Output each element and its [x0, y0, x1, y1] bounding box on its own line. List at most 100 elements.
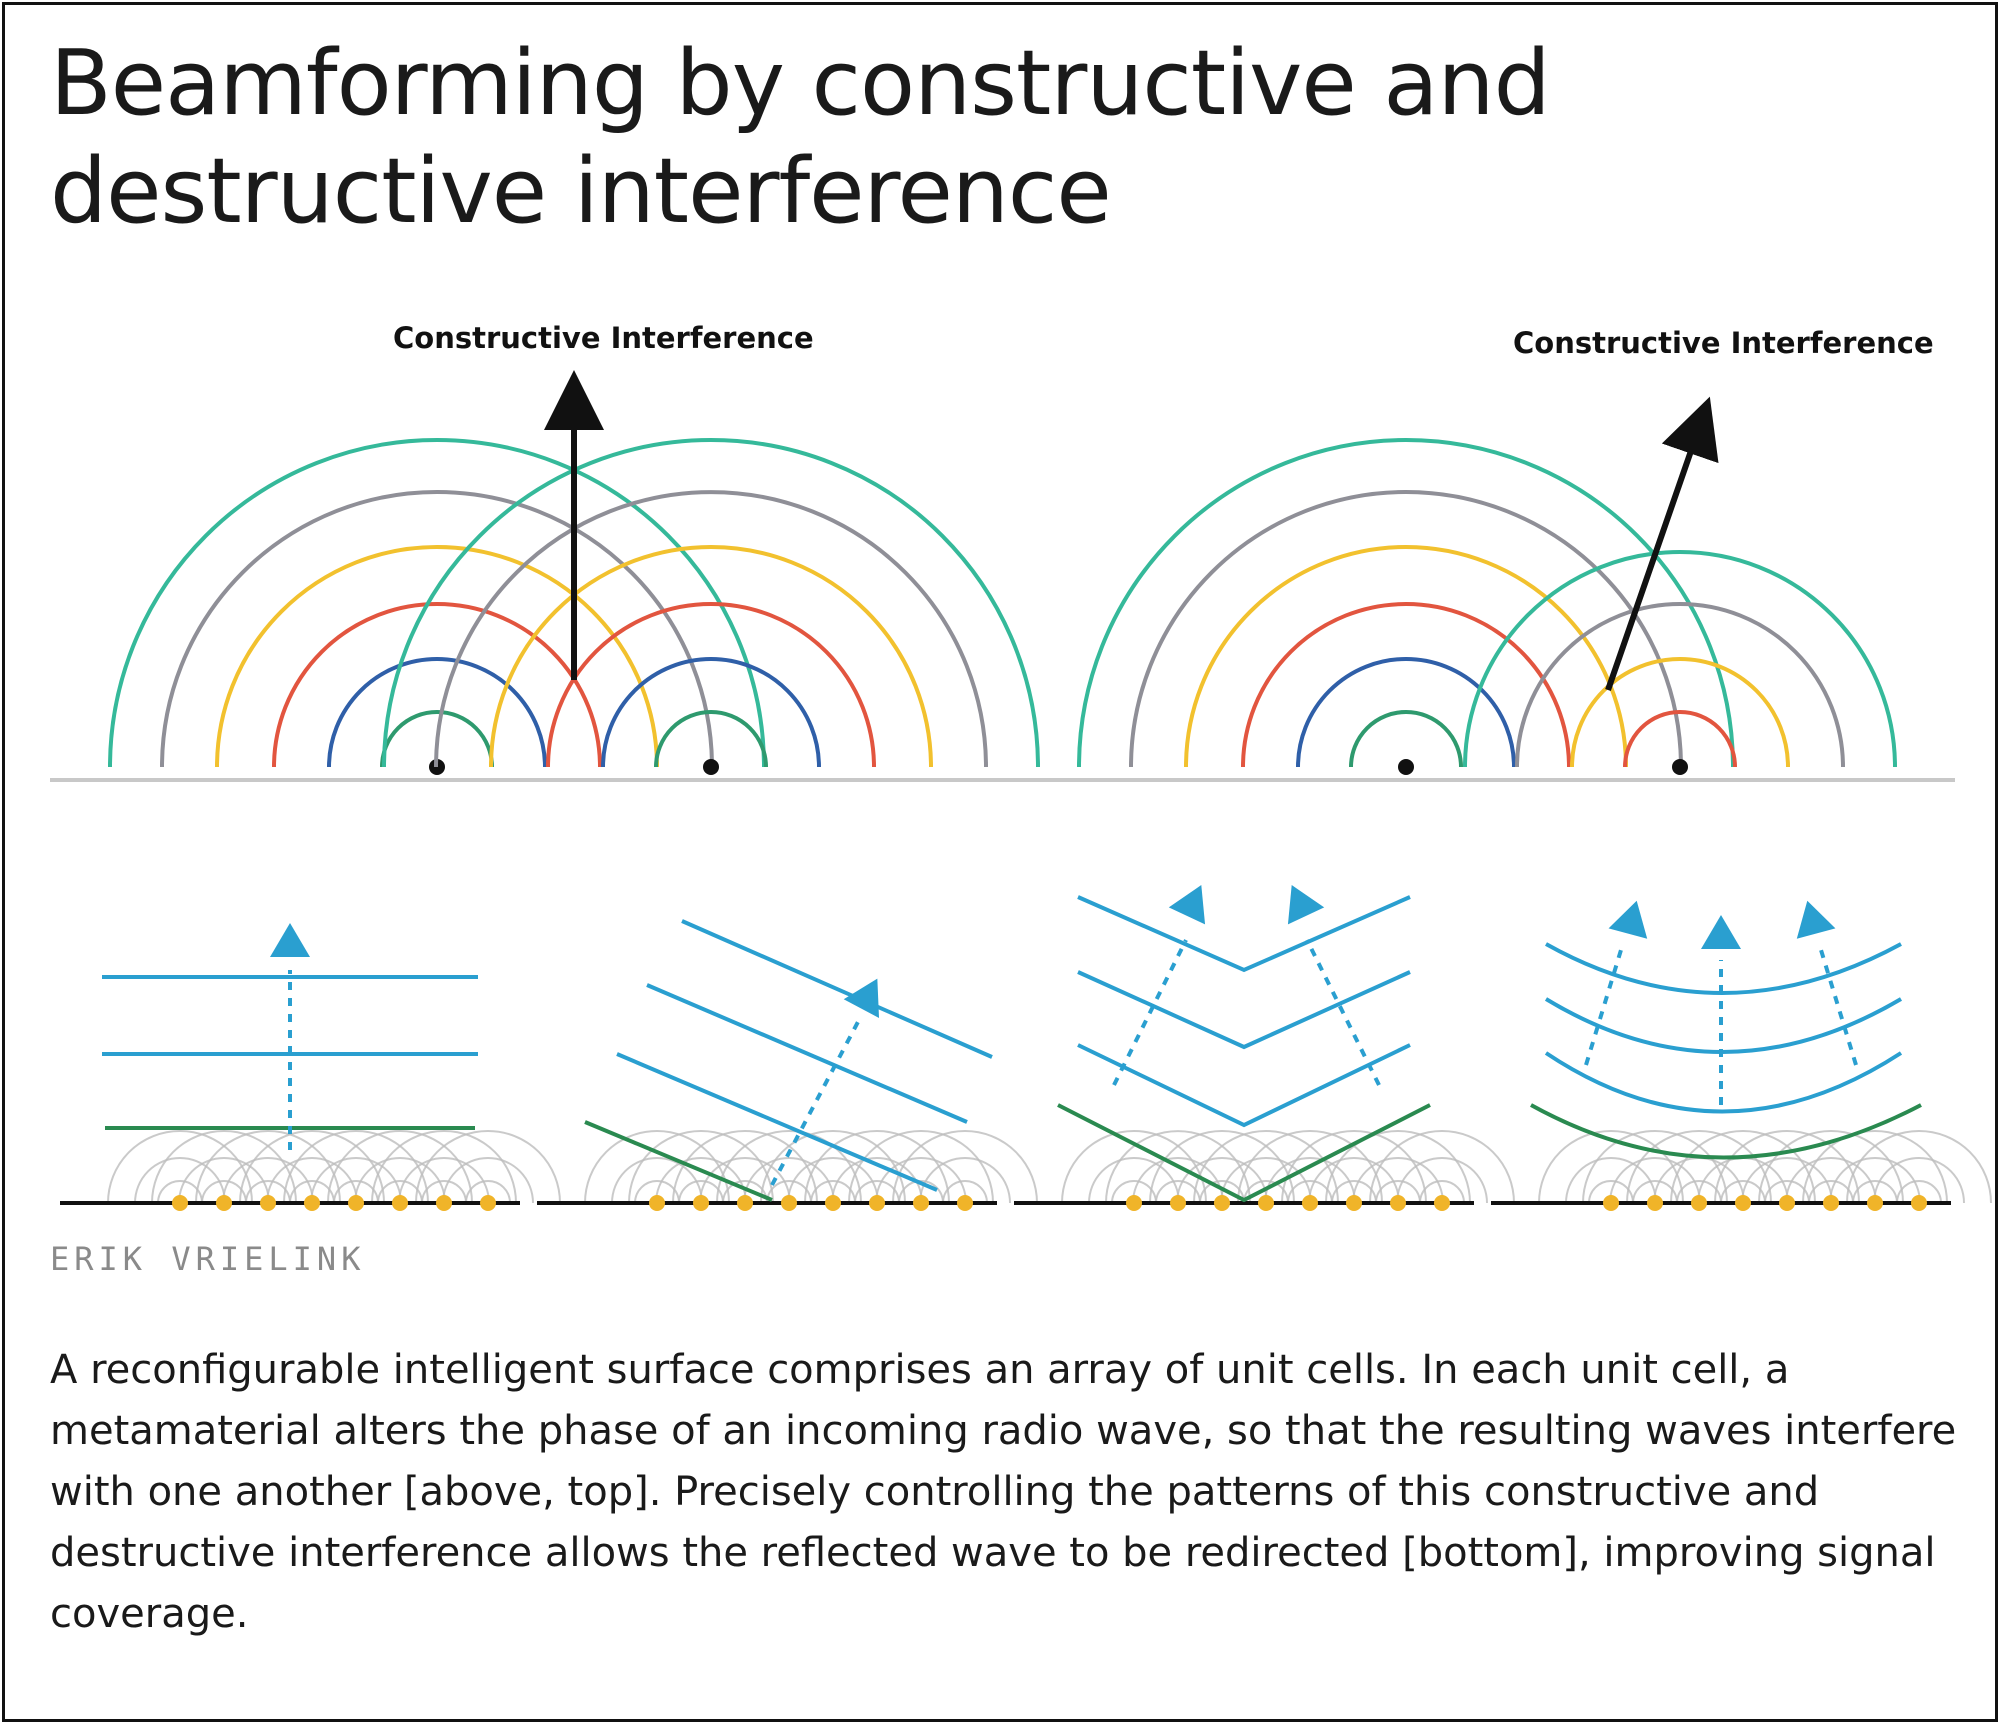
- secondary-wavelet: [1846, 1130, 1992, 1204]
- unit-cell: [1823, 1195, 1839, 1211]
- secondary-wavelet: [354, 1157, 446, 1204]
- secondary-wavelet: [611, 1157, 703, 1204]
- secondary-wavelet: [1264, 1157, 1356, 1204]
- wavefront-arc: [601, 657, 821, 768]
- wavefront-arc: [546, 602, 876, 768]
- unit-cell: [1434, 1195, 1450, 1211]
- secondary-wavelet: [1111, 1180, 1157, 1204]
- secondary-wavelet: [628, 1130, 774, 1204]
- secondary-wavelet: [699, 1157, 791, 1204]
- unit-cell: [172, 1195, 188, 1211]
- reflected-wavefront: [584, 1120, 773, 1202]
- left-interference-group: [108, 438, 1040, 775]
- bottom-panel-4: [1491, 900, 1992, 1211]
- secondary-wavelet: [371, 1130, 517, 1204]
- page-title: Beamforming by constructive and destruct…: [50, 31, 1551, 244]
- secondary-wavelet: [1061, 1130, 1207, 1204]
- beam-arrowhead: [270, 923, 310, 957]
- secondary-wavelet: [283, 1130, 429, 1204]
- secondary-wavelet: [195, 1130, 341, 1204]
- wavefront-arc: [1077, 438, 1735, 768]
- unit-cell: [304, 1195, 320, 1211]
- secondary-wavelet: [634, 1180, 680, 1204]
- unit-cell: [825, 1195, 841, 1211]
- wavefront-arc: [1184, 545, 1628, 768]
- secondary-wavelet: [1243, 1180, 1289, 1204]
- unit-cell: [1603, 1195, 1619, 1211]
- beam-arrowhead: [1287, 885, 1325, 925]
- unit-cell: [1691, 1195, 1707, 1211]
- secondary-wavelet: [465, 1180, 511, 1204]
- secondary-wavelet: [1714, 1130, 1860, 1204]
- secondary-wavelet: [1132, 1157, 1224, 1204]
- unit-cell: [480, 1195, 496, 1211]
- secondary-wavelet: [1852, 1180, 1898, 1204]
- secondary-wavelet: [333, 1180, 379, 1204]
- beam-arrowhead: [1796, 900, 1836, 939]
- secondary-wavelet: [222, 1157, 314, 1204]
- beam-direction-line: [1584, 949, 1623, 1066]
- secondary-wavelet: [1331, 1180, 1377, 1204]
- secondary-wavelet: [266, 1157, 358, 1204]
- secondary-wavelet: [1626, 1130, 1772, 1204]
- figure-caption: A reconfigurable intelligent surface com…: [50, 1347, 1957, 1637]
- wavefront-arc: [108, 438, 766, 768]
- secondary-wavelet: [722, 1180, 768, 1204]
- source-dot: [703, 759, 719, 775]
- secondary-wavelet: [398, 1157, 490, 1204]
- secondary-wavelet: [1582, 1130, 1728, 1204]
- unit-cell: [781, 1195, 797, 1211]
- wavefront-line: [1077, 970, 1411, 1050]
- wavefront-arc: [654, 710, 768, 768]
- image-credit: ERIK VRIELINK: [50, 1240, 366, 1278]
- secondary-wavelet: [1588, 1180, 1634, 1204]
- wavefront-arc: [1623, 710, 1737, 768]
- secondary-wavelet: [1220, 1157, 1312, 1204]
- secondary-wavelet: [1873, 1157, 1965, 1204]
- secondary-wavelet: [327, 1130, 473, 1204]
- right-constructive-arrow: [1605, 396, 1719, 691]
- unit-cell: [1170, 1195, 1186, 1211]
- secondary-wavelet: [743, 1157, 835, 1204]
- unit-cell: [216, 1195, 232, 1211]
- wavefront-line: [646, 983, 968, 1124]
- wavefront-arc: [382, 438, 1040, 768]
- secondary-wavelet: [442, 1157, 534, 1204]
- unit-cell: [737, 1195, 753, 1211]
- unit-cell: [1647, 1195, 1663, 1211]
- wavefront-arc: [1463, 550, 1897, 768]
- wavefront-arc: [1570, 657, 1790, 768]
- secondary-wavelet: [1676, 1180, 1722, 1204]
- secondary-wavelet: [1199, 1180, 1245, 1204]
- right-interference-group: [1077, 438, 1897, 775]
- secondary-wavelet: [672, 1130, 818, 1204]
- secondary-wavelet: [1287, 1180, 1333, 1204]
- secondary-wavelet: [1176, 1157, 1268, 1204]
- unit-cell: [1735, 1195, 1751, 1211]
- bottom-panel-3: [1014, 885, 1515, 1211]
- beam-arrowhead: [843, 978, 880, 1018]
- secondary-wavelet: [415, 1130, 561, 1204]
- source-dot: [1398, 759, 1414, 775]
- secondary-wavelet: [804, 1130, 950, 1204]
- secondary-wavelet: [151, 1130, 297, 1204]
- beam-arrowhead: [1168, 885, 1206, 925]
- bottom-panel-1: [60, 923, 561, 1211]
- unit-cell: [693, 1195, 709, 1211]
- right-annotation-label: Constructive Interference: [1513, 326, 1934, 360]
- secondary-wavelet: [239, 1130, 385, 1204]
- unit-cell: [1346, 1195, 1362, 1211]
- top-interference-panel: Constructive Interference Constructive I…: [50, 321, 1955, 782]
- secondary-wavelet: [1741, 1157, 1833, 1204]
- wavefront-line: [681, 919, 993, 1059]
- bottom-panel-2: [537, 919, 1038, 1211]
- wavefront-arc: [1296, 657, 1516, 768]
- beam-direction-line: [1819, 949, 1858, 1066]
- secondary-wavelet: [1396, 1157, 1488, 1204]
- unit-cell: [649, 1195, 665, 1211]
- wavefront-line: [1077, 895, 1411, 973]
- beam-arrowhead: [1608, 900, 1648, 939]
- secondary-wavelet: [1632, 1180, 1678, 1204]
